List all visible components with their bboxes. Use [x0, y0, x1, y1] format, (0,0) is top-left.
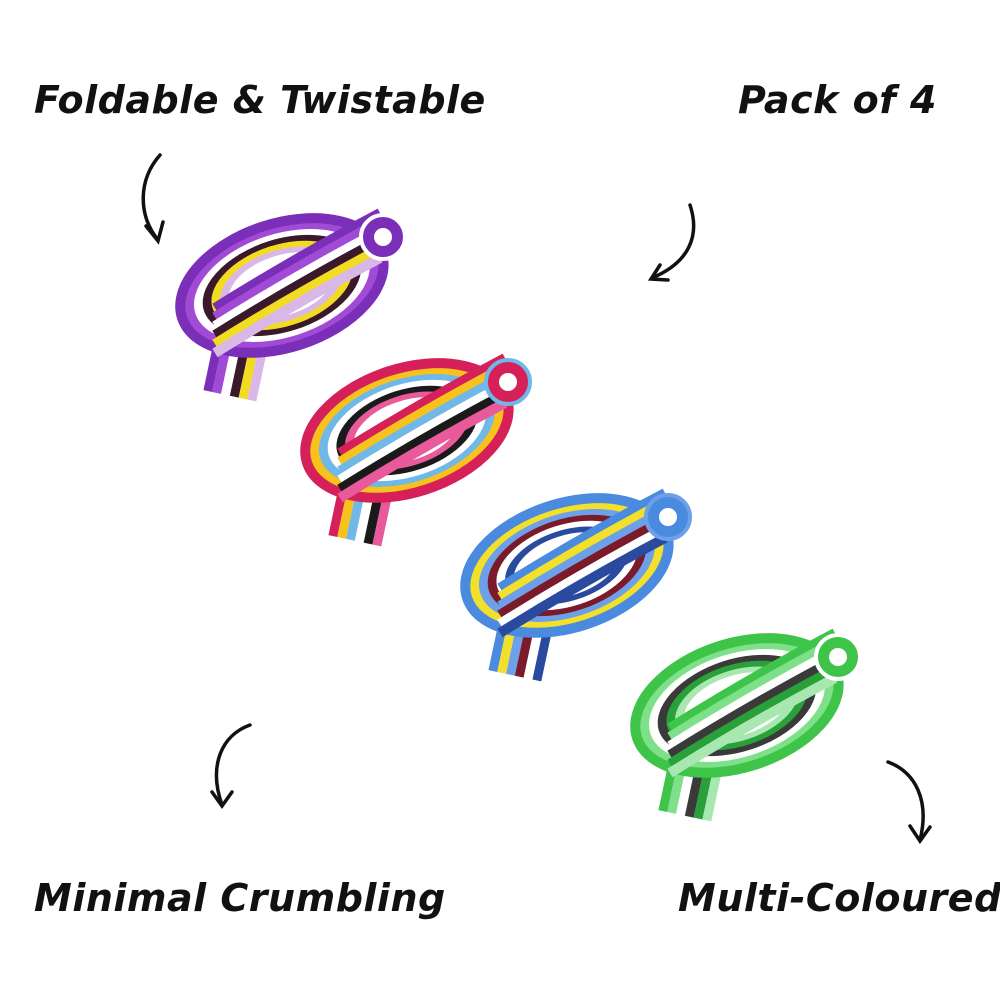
- caption-multi: Multi-Coloured: [678, 876, 1000, 920]
- purple-knot-eraser: [175, 208, 407, 402]
- arrow-icon-foldable: [141, 153, 165, 245]
- rainbow-knot-eraser: [300, 353, 532, 547]
- arrow-icon-multi: [886, 760, 932, 845]
- caption-minimal: Minimal Crumbling: [34, 876, 446, 920]
- green-knot-eraser: [630, 628, 862, 822]
- caption-pack: Pack of 4: [738, 78, 937, 122]
- arrow-icon-minimal: [210, 723, 252, 810]
- blue-yellow-knot-eraser: [460, 488, 692, 682]
- arrow-icon-pack: [647, 203, 696, 282]
- caption-foldable: Foldable & Twistable: [34, 78, 486, 122]
